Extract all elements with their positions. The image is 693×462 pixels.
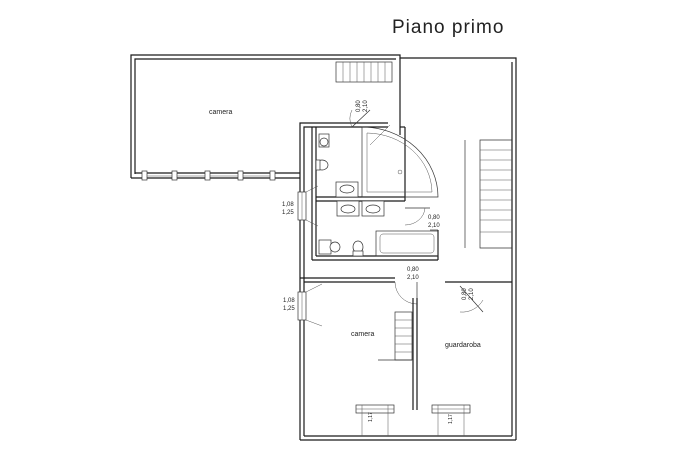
staircase-top xyxy=(335,61,393,83)
window-left-lower xyxy=(297,283,323,327)
room-label-guardaroba: guardaroba xyxy=(445,342,481,349)
dim-window-left-lower-b: 1,25 xyxy=(283,306,295,312)
staircase-right xyxy=(464,139,512,249)
plan-title: Piano primo xyxy=(392,17,504,38)
lower-partition xyxy=(378,298,418,410)
dim-door-corridor-b: 2,10 xyxy=(407,275,419,281)
dim-door-corridor-a: 0,80 xyxy=(407,267,419,273)
toilet-lower xyxy=(318,239,364,257)
dim-door-guardaroba-b: 2,10 xyxy=(469,288,475,300)
window-left-upper xyxy=(297,185,319,227)
dim-window-left-lower-a: 1,08 xyxy=(283,298,295,304)
dim-window-bottom-mid: 1,17 xyxy=(448,414,454,424)
door-bath-right xyxy=(404,207,438,231)
dim-door-bath-top-a: 0,80 xyxy=(356,100,362,112)
door-bath-top xyxy=(349,109,371,128)
dim-door-bath-top-b: 2,10 xyxy=(363,100,369,112)
dim-window-left-upper-b: 1,25 xyxy=(282,210,294,216)
bathtub xyxy=(375,230,439,257)
window-bottom-mid xyxy=(431,404,471,436)
dim-door-guardaroba-a: 0,80 xyxy=(462,288,468,300)
window-bottom-left xyxy=(355,404,395,436)
dim-window-bottom-left: 1,17 xyxy=(368,412,374,422)
dim-door-bath-right-b: 2,10 xyxy=(428,223,440,229)
room-label-camera-bottom: camera xyxy=(351,331,374,338)
room-label-camera-top: camera xyxy=(209,109,232,116)
dim-window-left-upper-a: 1,08 xyxy=(282,202,294,208)
dim-door-bath-right-a: 0,80 xyxy=(428,215,440,221)
sinks xyxy=(335,181,385,217)
shower xyxy=(361,124,439,198)
window-strip-top-room xyxy=(141,170,276,181)
toilet-upper xyxy=(315,133,330,171)
door-corridor xyxy=(394,281,418,305)
door-guardaroba xyxy=(459,285,484,313)
